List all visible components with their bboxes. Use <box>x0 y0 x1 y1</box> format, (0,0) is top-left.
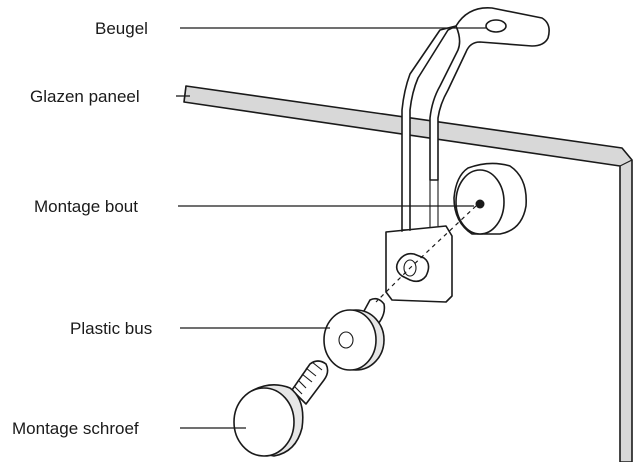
glass-panel-label: Glazen paneel <box>30 87 140 106</box>
glass-panel <box>183 85 633 462</box>
mounting-bolt <box>453 162 527 235</box>
plastic-bush-label: Plastic bus <box>70 319 152 338</box>
plastic-bush <box>323 297 386 371</box>
bracket-label: Beugel <box>95 19 148 38</box>
mounting-screw <box>233 360 329 457</box>
bracket <box>385 7 550 303</box>
assembly-axis <box>375 205 477 303</box>
mounting-screw-label: Montage schroef <box>12 419 139 438</box>
mounting-bolt-label: Montage bout <box>34 197 138 216</box>
